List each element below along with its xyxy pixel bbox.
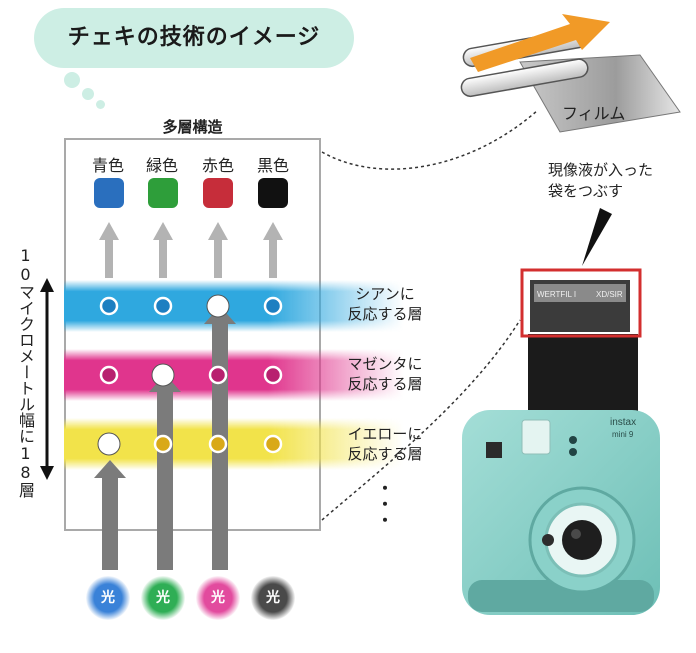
layer-circles (97, 294, 283, 456)
color-name-green: 緑色 (145, 156, 178, 175)
leader-line (321, 319, 521, 521)
layer-circle (151, 363, 175, 387)
light-glow-green (141, 576, 185, 620)
light-glow-black (251, 576, 295, 620)
magenta-layer-label-line1: マゼンタに (347, 355, 423, 373)
color-name-red: 赤色 (201, 156, 234, 175)
bubble-tail-dot (64, 72, 80, 88)
layer-circle (153, 296, 173, 316)
light-glow-blue (86, 576, 130, 620)
yellow-layer-band (64, 418, 404, 470)
thickness-arrow (40, 278, 54, 480)
light-label-green: 光 (156, 590, 170, 606)
callout-pointer (582, 208, 612, 266)
layer-circle (208, 365, 228, 385)
swatch-black (258, 178, 288, 208)
layer-circle (153, 434, 173, 454)
layer-circle (263, 296, 283, 316)
light-glow-magenta (196, 576, 240, 620)
thickness-note: 10マイクロメートル幅に18層 (16, 246, 35, 498)
layer-circle (263, 365, 283, 385)
yellow-layer-label-line1: イエローに (347, 425, 423, 443)
leader-line (321, 109, 539, 170)
instax-camera: instax mini 9 (462, 334, 660, 615)
layer-circle (97, 432, 121, 456)
color-name-blue: 青色 (91, 156, 124, 175)
structure-title: 多層構造 (162, 118, 223, 136)
film-label: フィルム (562, 104, 626, 123)
light-label-magenta: 光 (211, 590, 225, 606)
continuation-dots: ・・・ (374, 480, 393, 528)
light-label-black: 光 (266, 590, 280, 606)
magenta-layer-band (64, 349, 404, 401)
multilayer-frame (64, 138, 321, 531)
camera-model: mini 9 (612, 430, 634, 439)
camera-brand: instax (610, 417, 636, 428)
window-label-right: XD/SIR (596, 290, 623, 299)
film-window: WERTFIL I XD/SIR (520, 268, 642, 338)
bubble-tail-dot (96, 100, 105, 109)
layer-circle (263, 434, 283, 454)
diagram-title: チェキの技術のイメージ (67, 25, 321, 50)
window-label-left: WERTFIL I (537, 290, 576, 299)
swatch-blue (94, 178, 124, 208)
cyan-layer-label-line2: 反応する層 (347, 305, 423, 323)
developer-note-line2: 袋をつぶす (548, 182, 624, 200)
swatch-red (203, 178, 233, 208)
magenta-layer-label-line2: 反応する層 (347, 375, 423, 393)
layer-circle (99, 365, 119, 385)
film-rollers (460, 14, 681, 133)
bubble-tail-dot (82, 88, 94, 100)
swatch-green (148, 178, 178, 208)
developer-note-line1: 現像液が入った (548, 161, 654, 179)
light-label-blue: 光 (101, 590, 115, 606)
layer-circle (99, 296, 119, 316)
cyan-layer-label: シアンに 反応する層 (320, 284, 450, 324)
developer-note: 現像液が入った 袋をつぶす (548, 160, 688, 202)
magenta-layer-label: マゼンタに 反応する層 (320, 354, 450, 394)
layer-circle (208, 434, 228, 454)
layer-circle (206, 294, 230, 318)
output-arrows (99, 222, 283, 278)
color-name-black: 黒色 (256, 156, 289, 175)
title-bubble: チェキの技術のイメージ (34, 8, 354, 68)
cyan-layer-label-line1: シアンに (355, 285, 415, 303)
